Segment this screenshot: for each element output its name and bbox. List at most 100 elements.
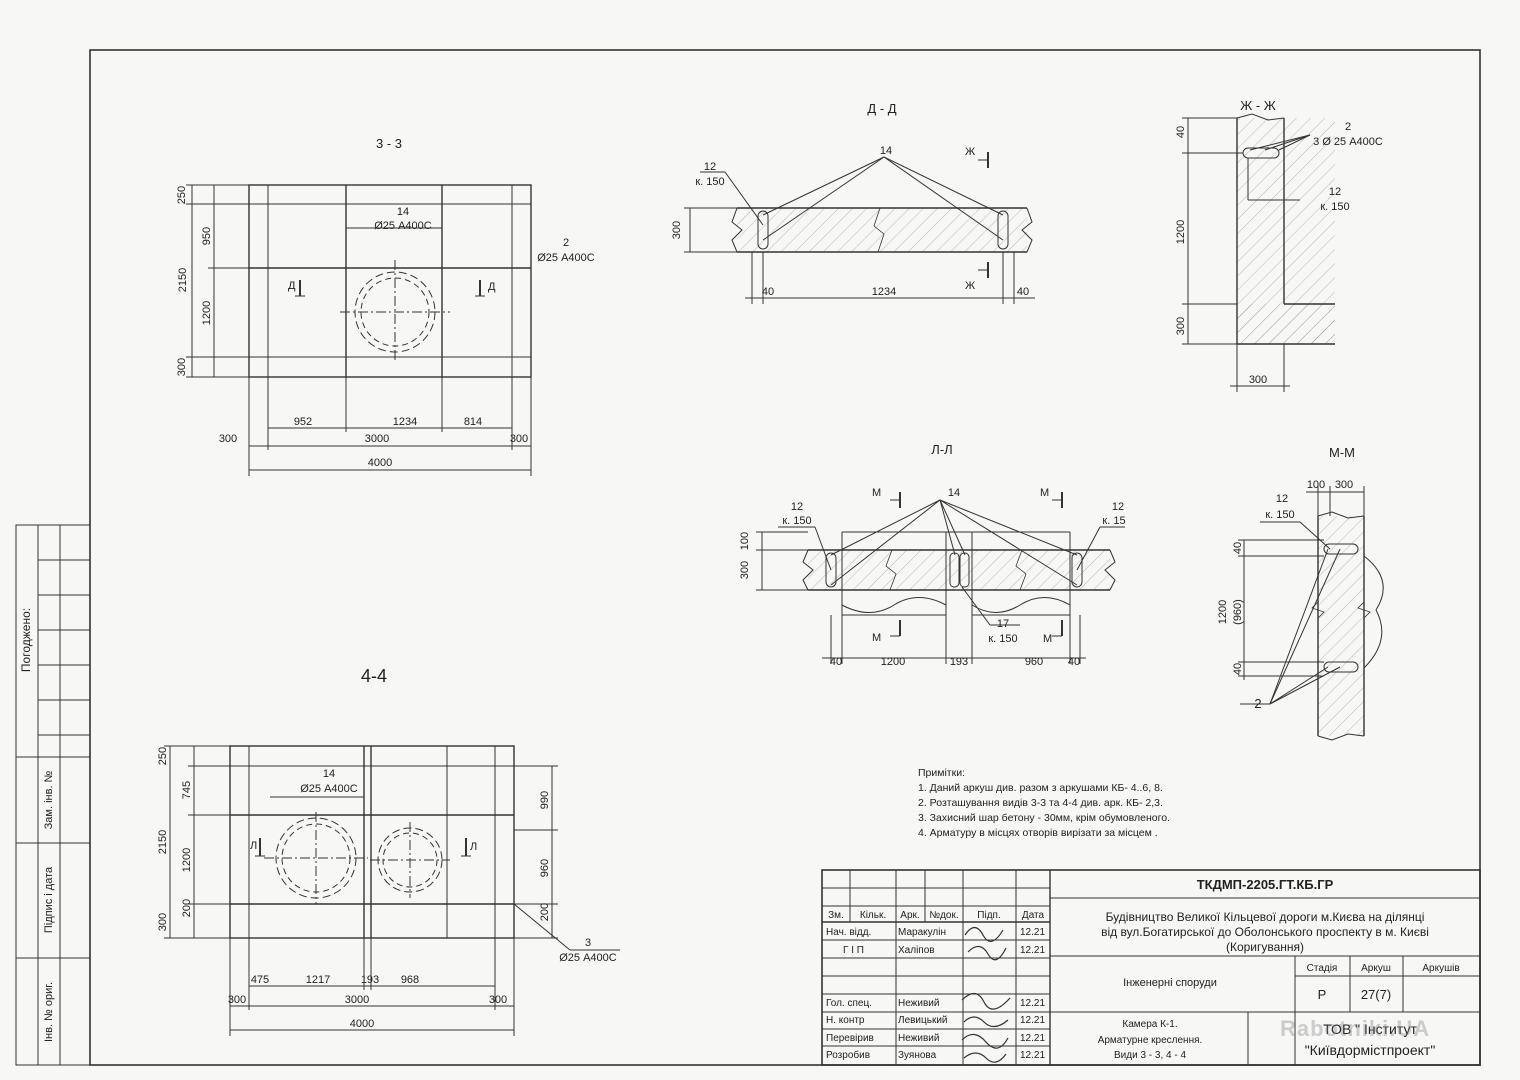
dim-label: 1200: [181, 848, 193, 872]
replaced-inv-label: Зам. інв. №: [43, 770, 55, 829]
dim-label: 40: [1232, 663, 1244, 675]
dim-label: 952: [294, 416, 312, 428]
original-inv-label: Інв. № ориг.: [43, 982, 55, 1042]
dim-label: 960: [1025, 656, 1043, 668]
dim-label: 3000: [345, 994, 369, 1006]
section-mark: Ж: [965, 146, 975, 158]
rebar-label: 12: [1112, 501, 1124, 513]
dim-label: 300: [739, 561, 751, 579]
dim-label: 300: [489, 994, 507, 1006]
rebar-label: 17: [997, 618, 1009, 630]
watermark: Rabotniki.UA: [1280, 1016, 1431, 1041]
col-header: Кільк.: [860, 910, 886, 921]
section-mark: М: [872, 487, 881, 499]
view-m-m: [1238, 486, 1384, 741]
section-mark: Л: [250, 840, 257, 852]
role: Перевірив: [826, 1033, 874, 1044]
rebar-spec: Ø25 А400С: [374, 220, 432, 232]
dim-label: 40: [1017, 286, 1029, 298]
view-4-4-title: 4-4: [361, 666, 387, 686]
dim-label: 300: [157, 913, 169, 931]
drawing-name-3: Види 3 - 3, 4 - 4: [1114, 1050, 1186, 1061]
dim-label: 250: [157, 747, 169, 765]
dim-label: 300: [510, 433, 528, 445]
dim-label: 1200: [1217, 600, 1229, 624]
sign-date: 12.21: [1020, 998, 1045, 1009]
project-line-1: Будівництво Великої Кільцевої дороги м.К…: [1106, 910, 1425, 924]
view-zh-zh-title: Ж - Ж: [1240, 98, 1276, 113]
col-header: №док.: [929, 910, 958, 921]
person-name: Маракулін: [898, 927, 946, 938]
dim-label: 1200: [881, 656, 905, 668]
dim-label: 40: [1068, 656, 1080, 668]
view-zh-zh: [1182, 113, 1335, 392]
rebar-label: 12: [791, 501, 803, 513]
note-item: 4. Арматуру в місцях отворів вирізати за…: [918, 827, 1158, 839]
section-mark: М: [872, 632, 881, 644]
section-mark: М: [1040, 487, 1049, 499]
sign-date: 12.21: [1020, 1050, 1045, 1061]
notes-block: Примітки: 1. Даний аркуш див. разом з ар…: [918, 766, 1170, 841]
title-block-lines: [821, 869, 1481, 1066]
rebar-label: 14: [880, 145, 892, 157]
dim-label: 300: [176, 358, 188, 376]
col-header: Арк.: [900, 910, 919, 921]
rebar-spacing: к. 150: [988, 633, 1017, 645]
rebar-label: 12: [1329, 186, 1341, 198]
section-mark: Д: [288, 280, 296, 292]
dim-label: 475: [251, 974, 269, 986]
org-line-1: ТОВ " Інститут: [1323, 1021, 1417, 1037]
dim-label: 1234: [393, 416, 417, 428]
section-name: Інженерні споруди: [1123, 977, 1217, 989]
agreed-label: Погоджено:: [19, 608, 33, 672]
dim-label: 300: [1335, 479, 1353, 491]
notes-heading: Примітки:: [918, 767, 965, 779]
dim-label: 1234: [872, 286, 896, 298]
view-l-l-title: Л-Л: [931, 442, 952, 457]
dim-label: 300: [219, 433, 237, 445]
dim-label: 300: [1249, 374, 1267, 386]
dim-label: 200: [539, 903, 551, 921]
rebar-label: 2: [1254, 696, 1261, 711]
section-mark: М: [1043, 633, 1052, 645]
rebar-label: 3: [585, 937, 591, 949]
side-stamp: [15, 524, 91, 1066]
dim-label: 990: [539, 791, 551, 809]
rebar-label: 12: [1276, 493, 1288, 505]
view-4-4: [164, 745, 620, 1036]
dim-label: 950: [201, 227, 213, 245]
view-d-d-title: Д - Д: [867, 101, 896, 116]
note-item: 2. Розташування видів 3-3 та 4-4 див. ар…: [918, 797, 1163, 809]
dim-label: 300: [1175, 317, 1187, 335]
signature-date-label: Підпис і дата: [43, 866, 55, 933]
dim-label: 300: [671, 221, 683, 239]
rebar-spec: Ø25 А400С: [559, 952, 617, 964]
note-item: 1. Даний аркуш див. разом з аркушами КБ-…: [918, 782, 1163, 794]
drawing-name-1: Камера К-1.: [1122, 1019, 1177, 1030]
sheet-value: 27(7): [1361, 987, 1391, 1002]
person-name: Неживий: [898, 1033, 939, 1044]
sign-date: 12.21: [1020, 945, 1045, 956]
rebar-label: 2: [1345, 121, 1351, 133]
rebar-label: 12: [704, 161, 716, 173]
sign-date: 12.21: [1020, 1015, 1045, 1026]
dim-label: 960: [539, 859, 551, 877]
role: Нач. відд.: [826, 927, 871, 938]
rebar-spec: Ø25 А400С: [537, 252, 595, 264]
org-line-2: "Київдормістпроект": [1305, 1042, 1436, 1058]
col-header: Дата: [1022, 910, 1045, 921]
rebar-label: 2: [563, 237, 569, 249]
rebar-spacing: к. 15: [1102, 515, 1125, 527]
col-header: Зм.: [828, 910, 844, 921]
sheet-header: Аркуш: [1361, 963, 1391, 974]
rebar-label: 14: [397, 206, 409, 218]
drawing-code: ТКДМП-2205.ГТ.КБ.ГР: [1197, 877, 1334, 892]
dim-label: 968: [401, 974, 419, 986]
role: Розробив: [826, 1049, 870, 1061]
view-3-3: [186, 184, 532, 476]
view-m-m-title: М-М: [1329, 445, 1355, 460]
rebar-spacing: к. 150: [1320, 201, 1349, 213]
dim-label: 4000: [368, 457, 392, 469]
dim-label: 745: [181, 781, 193, 799]
